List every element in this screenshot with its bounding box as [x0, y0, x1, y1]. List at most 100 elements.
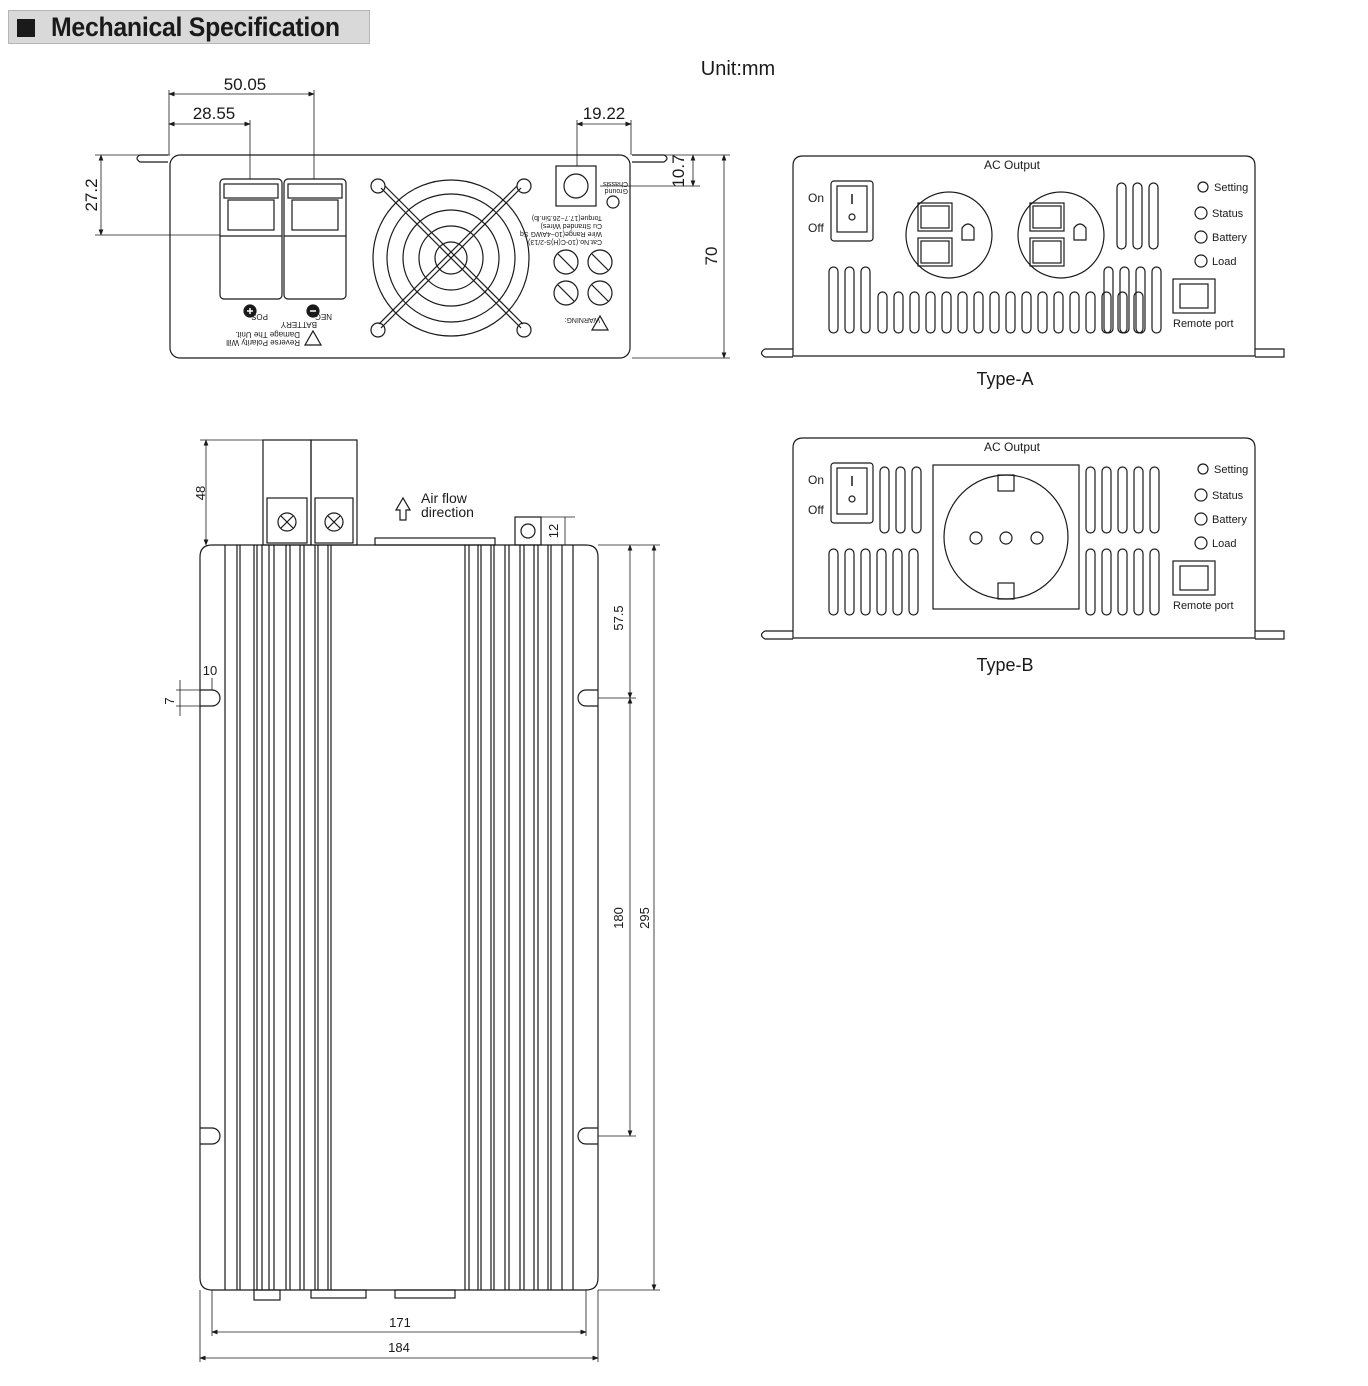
warning-icon-1: [553, 249, 579, 275]
vent-slot: [973, 291, 984, 334]
vent-slot: [828, 548, 839, 616]
label-warning: WARNING:: [564, 316, 600, 323]
type-a-led-load: Load: [1212, 256, 1236, 268]
vent-slot: [892, 548, 903, 616]
vent-slot: [908, 548, 919, 616]
vent-slot: [1085, 466, 1096, 534]
terminal-block-1: [262, 439, 312, 546]
vent-slot: [1053, 291, 1064, 334]
type-a-outline: [792, 155, 1256, 357]
dim-12: 12: [546, 524, 561, 538]
type-b-view: [760, 437, 1285, 640]
ground-terminal-top: [514, 516, 542, 546]
type-b-schuko-outlet: [932, 464, 1080, 610]
vent-slot: [828, 266, 839, 334]
vent-slot: [1133, 548, 1144, 616]
type-a-led-status: Status: [1212, 208, 1244, 220]
label-wire-2: Cu Stranded Wires): [541, 222, 602, 229]
ground-symbol-icon: [606, 195, 620, 209]
type-a-view: [760, 155, 1285, 358]
warning-icon-3: [553, 280, 579, 306]
bottom-connector-2: [310, 1289, 367, 1299]
airflow-label-1: Air flow: [421, 490, 468, 506]
type-a-led-setting: Setting: [1214, 182, 1248, 194]
vent-slot: [1101, 291, 1112, 334]
label-wire-3: Wire Range(10~4AWG Sq: [520, 230, 602, 237]
vent-slot: [1148, 182, 1159, 250]
mount-hole-right-top: [577, 689, 598, 707]
type-b-led-setting: Setting: [1214, 464, 1248, 476]
label-pos: POS: [251, 312, 268, 321]
label-polarity-2: Damage The Unit.: [235, 330, 300, 339]
mount-hole-right-bottom: [577, 1127, 598, 1145]
vent-slot: [1085, 291, 1096, 334]
label-chassis-2: Ground: [605, 187, 628, 194]
type-b-power-switch: [830, 462, 874, 524]
dim-28-55: 28.55: [193, 104, 236, 123]
label-battery: BATTERY: [280, 320, 317, 329]
terminal-screw-icon-1: [277, 512, 297, 532]
bottom-connector-1: [253, 1289, 281, 1301]
type-a-remote-port-jack: [1172, 278, 1216, 314]
label-neg: NEG: [315, 312, 332, 321]
top-view: [176, 439, 660, 1362]
type-a-vent-slots: [828, 182, 1162, 334]
vent-slot: [1117, 466, 1128, 534]
type-a-power-switch: [830, 180, 874, 242]
vent-slot: [1132, 182, 1143, 250]
dim-50-05: 50.05: [224, 75, 267, 94]
type-a-leds: [1194, 181, 1209, 268]
vent-slot: [893, 291, 904, 334]
dim-184: 184: [388, 1340, 410, 1355]
type-a-on-label: On: [808, 191, 824, 205]
type-b-vent-slots: [828, 466, 1160, 616]
dim-180: 180: [611, 907, 626, 929]
type-b-led-battery: Battery: [1212, 514, 1247, 526]
vent-slot: [1151, 266, 1162, 334]
mount-hole-left-top: [200, 689, 221, 707]
front-right-tab: [632, 154, 668, 163]
vent-slot: [844, 548, 855, 616]
vent-slot: [1101, 548, 1112, 616]
vent-slot: [989, 291, 1000, 334]
chassis-ground-terminal: [555, 165, 597, 207]
type-b-remote-port-label: Remote port: [1173, 600, 1234, 612]
warning-icon-2: [587, 249, 613, 275]
vent-slot: [1005, 291, 1016, 334]
vent-slot: [1149, 548, 1160, 616]
type-b-on-label: On: [808, 473, 824, 487]
vent-slot: [1119, 266, 1130, 334]
vent-slot: [1101, 466, 1112, 534]
vent-slot: [1135, 266, 1146, 334]
mount-hole-left-bottom: [200, 1127, 221, 1145]
fan-edge: [374, 537, 496, 546]
bottom-connector-3: [394, 1289, 456, 1299]
type-b-remote-port-jack: [1172, 560, 1216, 596]
vent-slot: [911, 466, 922, 534]
dim-7: 7: [162, 697, 177, 704]
label-polarity-1: Reverse Polarity Will: [226, 338, 300, 347]
type-a-remote-port-label: Remote port: [1173, 318, 1234, 330]
warning-triangle-icon-2: [590, 314, 610, 331]
front-left-tab: [136, 154, 168, 163]
front-view: [95, 90, 730, 359]
vent-slot: [860, 548, 871, 616]
airflow-arrow-icon: [394, 496, 412, 521]
vent-slot: [1037, 291, 1048, 334]
vent-slot: [1116, 182, 1127, 250]
type-a-us-outlet-1: [905, 191, 993, 279]
dim-295: 295: [637, 907, 652, 929]
dim-171: 171: [389, 1315, 411, 1330]
battery-terminal-neg: [283, 178, 347, 300]
battery-terminal-pos: [219, 178, 283, 300]
type-b-ac-output-label: AC Output: [984, 440, 1041, 454]
type-b-led-status: Status: [1212, 490, 1244, 502]
type-a-led-battery: Battery: [1212, 232, 1247, 244]
type-b-caption: Type-B: [976, 655, 1033, 675]
vent-slot: [925, 291, 936, 334]
type-b-leds: [1194, 463, 1209, 550]
terminal-block-2: [310, 439, 358, 546]
front-panel-outline: [169, 154, 631, 359]
vent-slot: [844, 266, 855, 334]
label-wire-1: Torque(17.7~26.5in.lb): [532, 214, 602, 221]
